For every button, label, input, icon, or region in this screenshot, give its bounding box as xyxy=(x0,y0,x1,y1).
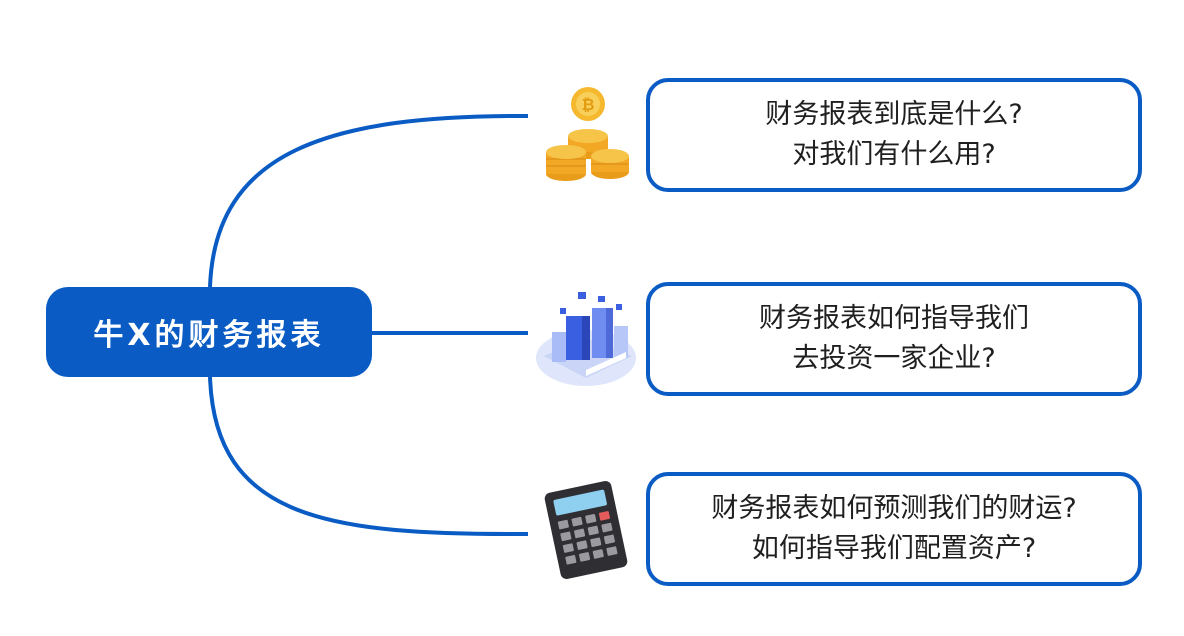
branch-node-3: 财务报表如何预测我们的财运? 如何指导我们配置资产? xyxy=(646,472,1142,586)
branch-node-2: 财务报表如何指导我们 去投资一家企业? xyxy=(646,282,1142,396)
branch-node-1: 财务报表到底是什么? 对我们有什么用? xyxy=(646,78,1142,192)
svg-text:₿: ₿ xyxy=(581,95,594,114)
connector-bottom xyxy=(208,376,529,537)
branch-1-line-1: 财务报表到底是什么? xyxy=(765,99,1023,130)
branch-3-line-2: 如何指导我们配置资产? xyxy=(751,533,1037,564)
branch-2-line-1: 财务报表如何指导我们 xyxy=(759,303,1029,334)
root-label: 牛X的财务报表 xyxy=(93,318,325,353)
city-buildings-icon xyxy=(536,292,636,386)
root-node: 牛X的财务报表 xyxy=(46,287,372,377)
branch-2-line-2: 去投资一家企业? xyxy=(792,343,996,374)
bitcoin-coins-icon: ₿ xyxy=(546,87,629,181)
branch-1-line-2: 对我们有什么用? xyxy=(792,139,996,170)
connector-top xyxy=(208,113,529,288)
calculator-icon xyxy=(544,481,628,579)
branch-3-line-1: 财务报表如何预测我们的财运? xyxy=(711,493,1077,524)
